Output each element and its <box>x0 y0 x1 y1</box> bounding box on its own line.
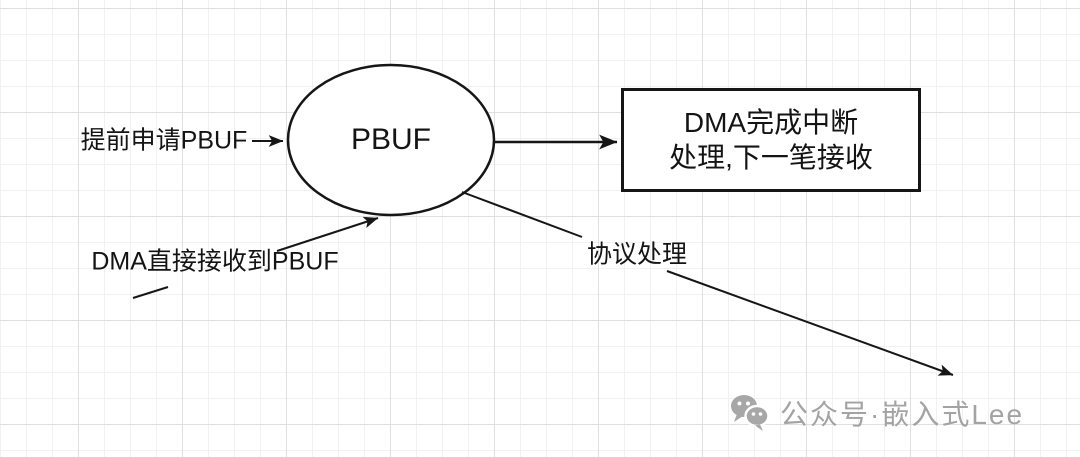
protocol-label: 协议处理 <box>586 240 688 269</box>
dma-complete-box: DMA完成中断 处理,下一笔接收 <box>621 88 921 192</box>
dma-complete-box-line1: DMA完成中断 <box>683 107 859 138</box>
wechat-icon <box>730 394 770 432</box>
pbuf-node-label: PBUF <box>350 123 432 156</box>
protocol-arrow <box>666 270 954 376</box>
watermark: 公众号·嵌入式Lee <box>730 393 1024 433</box>
dma-receive-label: DMA直接接收到PBUF <box>91 247 339 276</box>
protocol-arrow-upper <box>461 191 583 238</box>
dma-to-pbuf-arrow-tail <box>132 286 169 299</box>
pre-alloc-label: 提前申请PBUF <box>80 126 248 155</box>
watermark-text: 公众号·嵌入式Lee <box>780 399 1025 430</box>
pbuf-node <box>286 63 496 217</box>
dma-to-pbuf-arrow <box>276 216 379 252</box>
dma-complete-box-line2: 处理,下一笔接收 <box>669 142 873 173</box>
